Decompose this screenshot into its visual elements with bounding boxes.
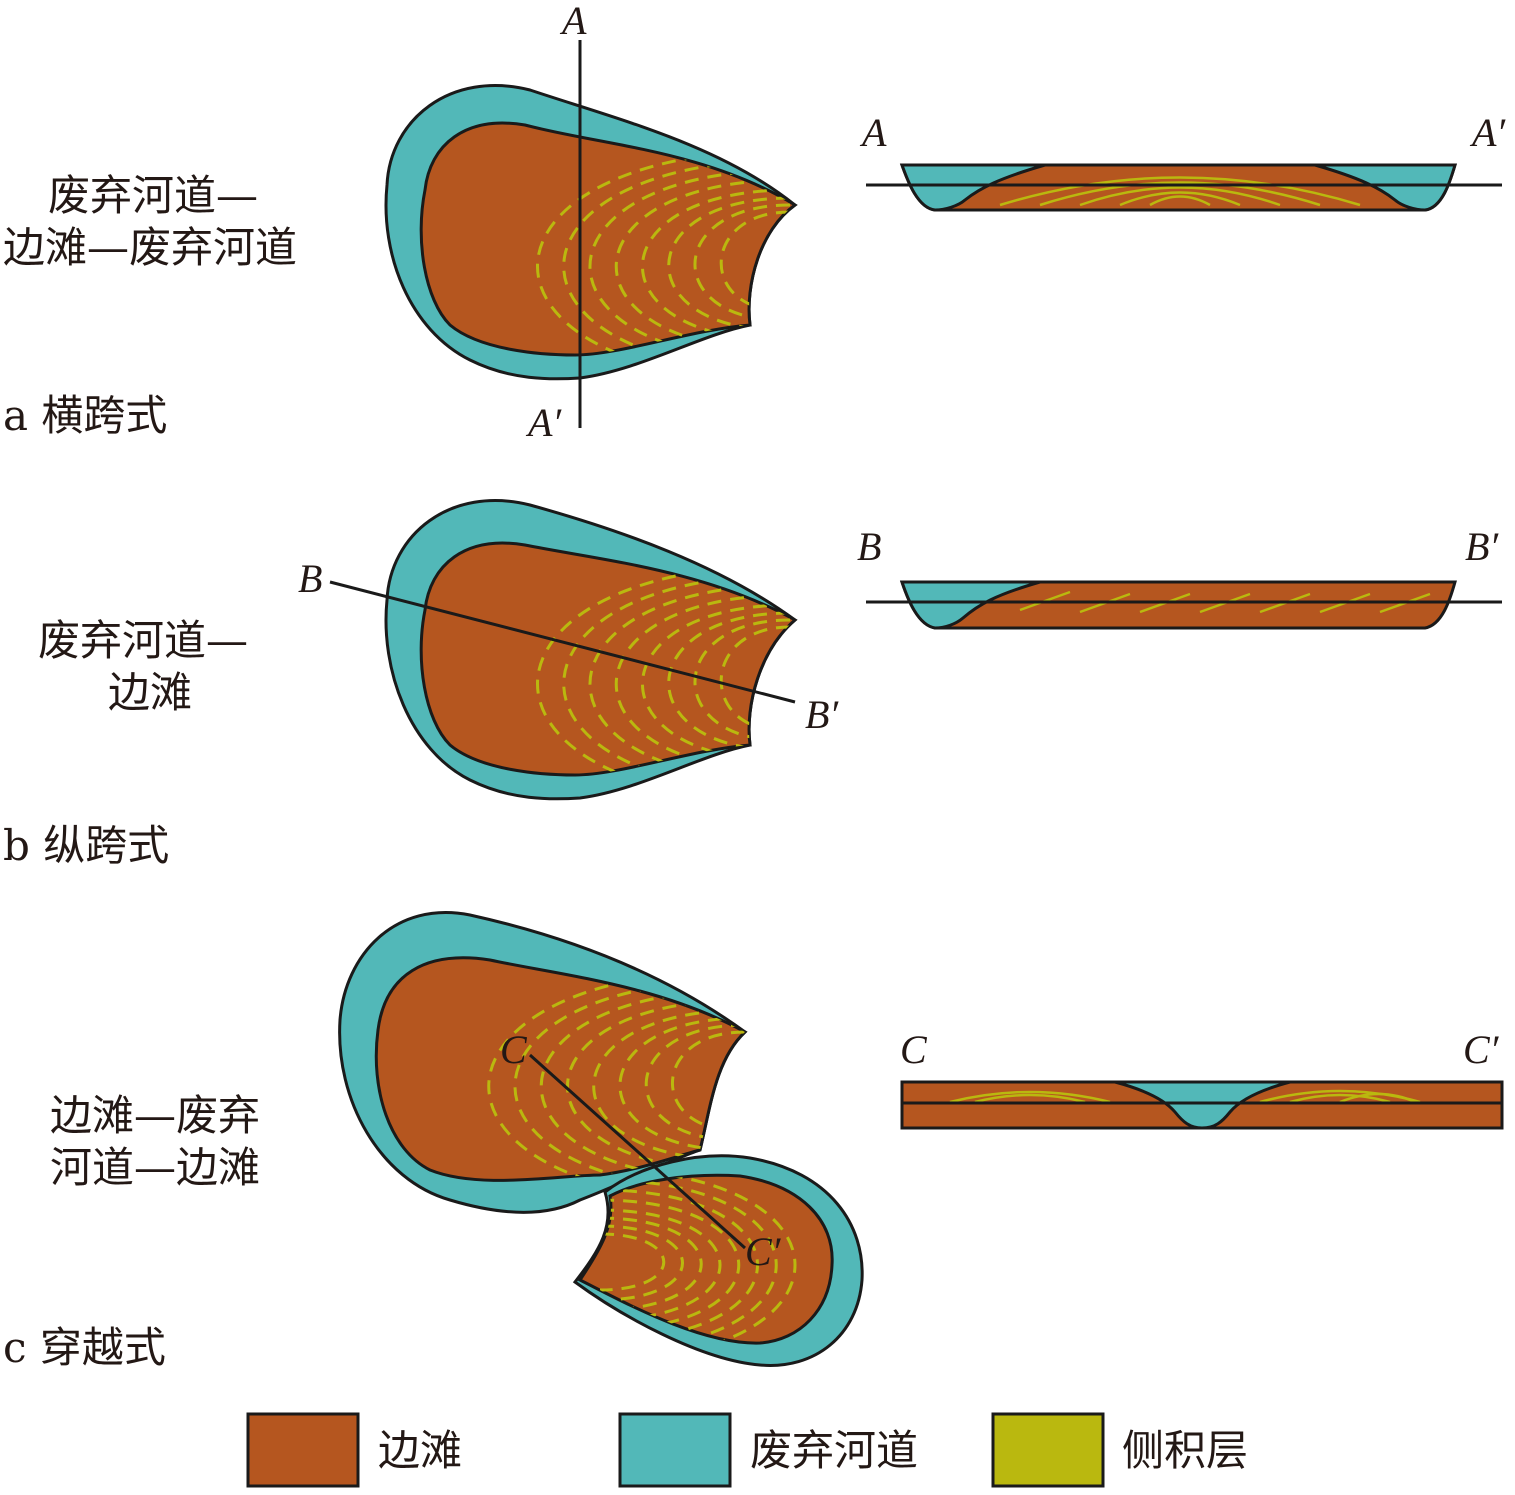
- panel-a-section-channel-left: [899, 163, 1046, 212]
- panel-a-section-label-right: A′: [1469, 110, 1506, 155]
- panel-b-section-channel-left: [899, 580, 1041, 630]
- panel-b-point-bar: [419, 541, 798, 777]
- panel-a-section-channel-right: [1314, 163, 1458, 212]
- panel-b-description-line-2: 边滩: [108, 668, 192, 717]
- panel-a-description-line-2: 边滩—废弃河道: [3, 223, 297, 272]
- panel-a-plan-label-end: A′: [525, 400, 562, 445]
- panel-b-section-label-left: B: [857, 524, 881, 569]
- legend-label-point-bar: 边滩: [378, 1426, 462, 1475]
- legend-swatch-point-bar: [246, 1412, 360, 1488]
- panel-c-description-line-1: 边滩—废弃: [50, 1091, 260, 1140]
- panel-b-section-label-right: B′: [1465, 524, 1499, 569]
- panel-c-section-label-right: C′: [1463, 1027, 1500, 1072]
- panel-a-caption: a 横跨式: [3, 391, 167, 440]
- legend-label-lateral-accretion: 侧积层: [1122, 1426, 1248, 1475]
- panel-c-description-line-2: 河道—边滩: [50, 1143, 260, 1192]
- panel-c-cross-section: C C′: [900, 1027, 1504, 1130]
- panel-a-plan-view: A A′: [384, 0, 798, 445]
- panel-c-caption: c 穿越式: [3, 1323, 166, 1372]
- panel-a-point-bar: [419, 121, 798, 357]
- panel-c-section-channel: [1114, 1080, 1291, 1130]
- legend-swatch-abandoned-channel: [618, 1412, 732, 1488]
- panel-b-plan-view: B B′: [298, 499, 839, 801]
- panel-a-section-label-left: A: [859, 110, 887, 155]
- panel-a-description: 废弃河道— 边滩—废弃河道 a 横跨式: [3, 171, 297, 440]
- panel-a-plan-label-start: A: [559, 0, 587, 43]
- panel-c-description: 边滩—废弃 河道—边滩 c 穿越式: [3, 1091, 260, 1372]
- legend-swatch-lateral-accretion: [991, 1412, 1105, 1488]
- legend: 边滩 废弃河道 侧积层: [246, 1412, 1248, 1488]
- panel-b-caption: b 纵跨式: [3, 821, 169, 870]
- panel-c-section-line: [528, 1053, 747, 1250]
- panel-c-plan-label-end: C′: [745, 1229, 782, 1274]
- panel-b-description-line-1: 废弃河道—: [38, 616, 248, 665]
- panel-b-section-line: [329, 580, 796, 704]
- panel-c-lower-point-bar: [577, 1173, 834, 1345]
- panel-b-plan-label-start: B: [298, 556, 322, 601]
- panel-b-description: 废弃河道— 边滩 b 纵跨式: [3, 616, 248, 870]
- panel-c-section-label-left: C: [900, 1027, 928, 1072]
- legend-label-abandoned-channel: 废弃河道: [750, 1426, 918, 1475]
- panel-b-cross-section: B B′: [857, 524, 1502, 630]
- panel-c-plan-view: C C′: [338, 911, 864, 1367]
- panel-b-plan-label-end: B′: [805, 692, 839, 737]
- panel-c-upper-point-bar: [374, 956, 748, 1182]
- panel-a-cross-section: A A′: [859, 110, 1506, 212]
- panel-a-description-line-1: 废弃河道—: [48, 171, 258, 220]
- panel-c-plan-label-start: C: [500, 1027, 528, 1072]
